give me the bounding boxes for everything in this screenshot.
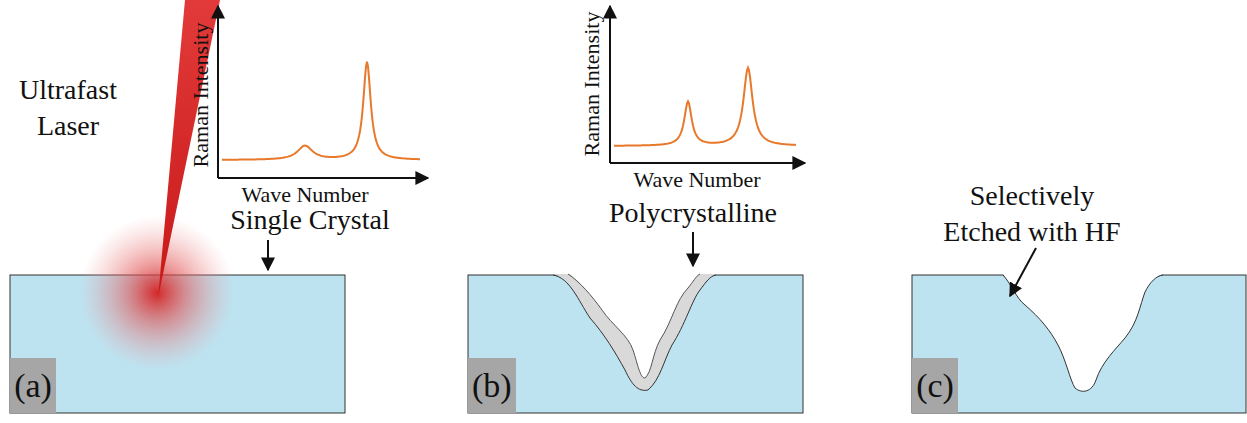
region-label: Polycrystalline [609,195,777,231]
panel-letter: (c) [916,367,954,405]
panel-letter: (a) [14,367,52,405]
raman-spectrum [614,68,796,146]
axis-title: Raman Intensity [578,12,607,157]
pointer-arrow [1010,248,1036,296]
panel-badge: (c) [912,358,958,413]
axis-title: Wave Number [633,166,760,195]
panel-badge: (a) [10,358,56,413]
raman-spectrum [222,62,420,160]
laser-crater [568,272,700,378]
x-axis [610,162,805,164]
y-axis [217,6,219,178]
pointer-arrow [267,240,269,270]
pointer-arrow [692,232,694,266]
laser-spot [79,215,235,371]
laser-beam [158,0,220,298]
crystal-block [912,275,1246,413]
region-label: Single Crystal [230,202,389,238]
x-axis [218,177,428,179]
laser-label: Ultrafast Laser [3,72,133,145]
y-axis [609,6,611,163]
etched-cavity [1003,274,1163,391]
panel-letter: (b) [472,367,512,405]
axis-title: Raman Intensity [187,23,216,168]
callout-label: Selectively Etched with HF [932,178,1132,251]
panel-badge: (b) [468,358,516,413]
